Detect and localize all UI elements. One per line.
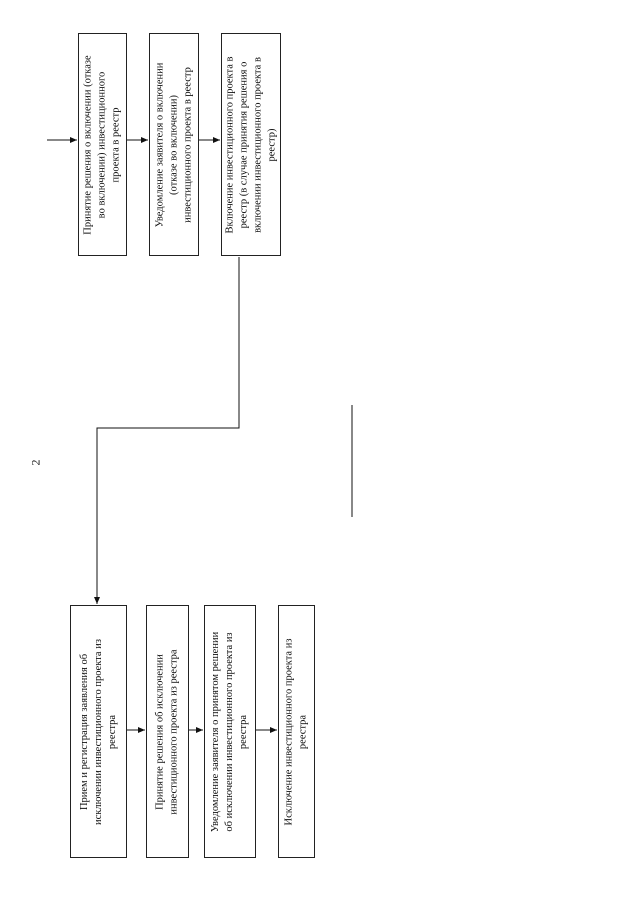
top-step-3-text: Включение инвестиционного проекта в реес… bbox=[224, 56, 277, 233]
top-step-2-box: Уведомление заявителя о включении (отказ… bbox=[149, 33, 199, 256]
top-step-1-box: Принятие решения о включении (отказе во … bbox=[78, 33, 127, 256]
top-step-3-box: Включение инвестиционного проекта в реес… bbox=[221, 33, 281, 256]
bottom-step-2-box: Принятие решения об исключении инвестици… bbox=[146, 605, 189, 858]
bottom-step-3-box: Уведомление заявителя о принятом решении… bbox=[204, 605, 256, 858]
bottom-step-4-text: Исключение инвестиционного проекта из ре… bbox=[283, 638, 309, 825]
elbow-connector bbox=[94, 257, 240, 604]
bottom-step-4-box: Исключение инвестиционного проекта из ре… bbox=[278, 605, 315, 858]
page-number: 2 bbox=[28, 459, 43, 466]
bottom-step-2-text: Принятие решения об исключении инвестици… bbox=[154, 648, 180, 815]
bottom-step-1-box: Прием и регистрация заявления об исключе… bbox=[70, 605, 127, 858]
bottom-step-1-text: Прием и регистрация заявления об исключе… bbox=[78, 638, 118, 825]
top-step-2-text: Уведомление заявителя о включении (отказ… bbox=[154, 62, 193, 227]
top-step-1-text: Принятие решения о включении (отказе во … bbox=[82, 54, 122, 235]
bottom-step-3-text: Уведомление заявителя о принятом решении… bbox=[210, 631, 250, 832]
